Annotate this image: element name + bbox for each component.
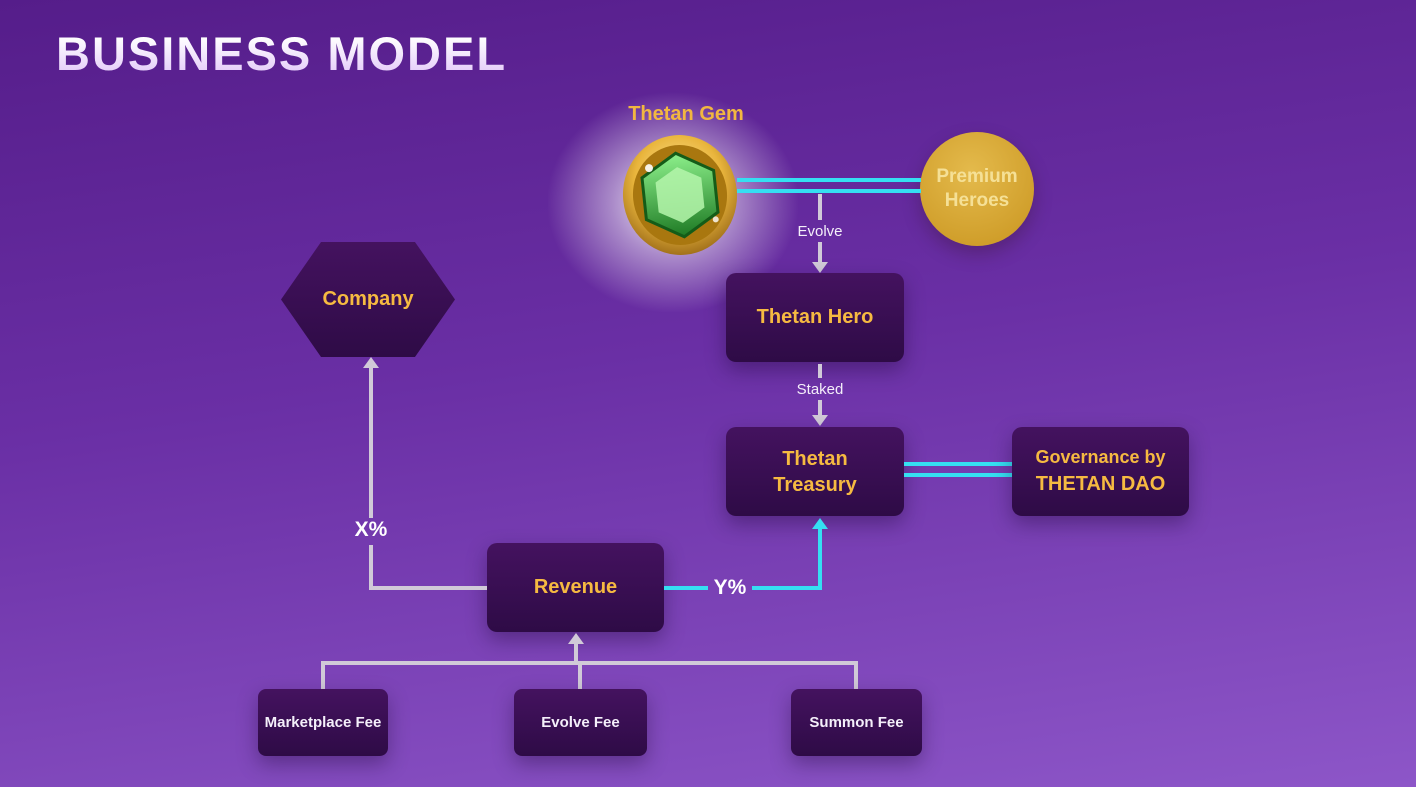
company-label: Company <box>322 288 414 310</box>
edge-treasury-governance-line2 <box>904 473 1012 477</box>
revenue-label: Revenue <box>533 576 618 598</box>
edge-evolve-segment-top <box>818 194 822 220</box>
edge-gem-premium-line1 <box>737 178 921 182</box>
governance-label-line1: Governance by <box>1035 446 1166 467</box>
premium-heroes-label-line1: Premium <box>936 166 1018 188</box>
evolve-label: Evolve <box>797 223 843 240</box>
edge-evolvefee-stub <box>578 665 582 689</box>
node-company: Company <box>281 242 455 357</box>
thetan-treasury-label-line1: Thetan <box>782 447 848 470</box>
node-revenue: Revenue <box>487 543 664 632</box>
edge-summon-stub <box>854 665 858 689</box>
arrow-up-icon <box>363 357 379 368</box>
edge-ypercent-horizontal-left <box>664 586 708 590</box>
y-percent-label: Y% <box>713 576 747 599</box>
arrow-up-icon <box>568 633 584 644</box>
edge-xpercent-horizontal <box>371 586 487 590</box>
edge-marketplace-stub <box>321 665 325 689</box>
premium-heroes-label-line2: Heroes <box>944 190 1010 211</box>
marketplace-fee-label: Marketplace Fee <box>264 714 382 731</box>
thetan-hero-label: Thetan Hero <box>756 306 874 328</box>
page-title: BUSINESS MODEL <box>56 27 508 80</box>
thetan-treasury-label-line2: Treasury <box>773 473 857 496</box>
node-evolve-fee: Evolve Fee <box>514 689 647 756</box>
node-summon-fee: Summon Fee <box>791 689 922 756</box>
edge-treasury-governance-line1 <box>904 462 1012 466</box>
node-marketplace-fee: Marketplace Fee <box>258 689 388 756</box>
node-thetan-treasury: Thetan Treasury <box>726 427 904 516</box>
governance-label-line2: THETAN DAO <box>1035 473 1166 496</box>
thetan-gem-label: Thetan Gem <box>628 103 744 125</box>
edge-staked-segment-bottom <box>818 400 822 415</box>
node-thetan-hero: Thetan Hero <box>726 273 904 362</box>
thetan-gem-icon <box>616 127 744 263</box>
evolve-fee-label: Evolve Fee <box>541 714 620 731</box>
edge-fees-horizontal <box>321 661 858 665</box>
edge-xpercent-vertical-top <box>369 368 373 518</box>
arrow-down-icon <box>812 262 828 273</box>
edge-ypercent-vertical <box>818 529 822 590</box>
staked-label: Staked <box>796 381 844 398</box>
x-percent-label: X% <box>354 518 388 541</box>
arrow-up-icon <box>812 518 828 529</box>
edge-staked-segment-top <box>818 364 822 378</box>
edge-xpercent-vertical-bottom <box>369 545 373 590</box>
summon-fee-label: Summon Fee <box>809 714 904 731</box>
edge-evolve-segment-bottom <box>818 242 822 262</box>
edge-ypercent-horizontal-right <box>752 586 822 590</box>
node-premium-heroes: Premium Heroes <box>920 132 1034 246</box>
arrow-down-icon <box>812 415 828 426</box>
edge-fees-revenue-vertical <box>574 644 578 663</box>
edge-gem-premium-line2 <box>737 189 921 193</box>
node-governance: Governance by THETAN DAO <box>1012 427 1189 516</box>
